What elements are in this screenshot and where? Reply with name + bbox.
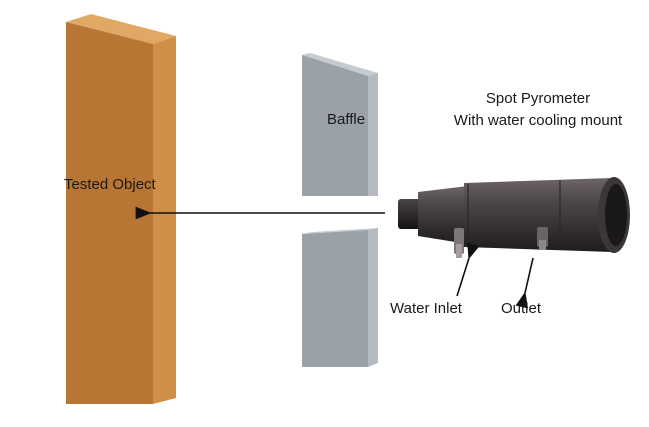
water-inlet-label: Water Inlet [390, 300, 462, 317]
water-inlet-callout-arrow [456, 242, 480, 297]
water-inlet-nipple [456, 244, 462, 258]
outlet-label: Outlet [501, 300, 542, 317]
baffle-lower [302, 228, 378, 367]
pyrometer-main-body [464, 178, 612, 252]
baffle-lower-top-face [302, 228, 378, 234]
pyrometer-label-line2: With water cooling mount [453, 112, 623, 129]
baffle-lower-side-face [368, 228, 378, 367]
tested-object-front-face [66, 22, 153, 404]
baffle-label: Baffle [327, 111, 366, 128]
tested-object-top-face [66, 14, 176, 44]
baffle-upper-front-face [302, 55, 368, 196]
outlet-nipple [539, 240, 546, 250]
pyrometer-nozzle [398, 199, 422, 229]
tested-object [66, 14, 176, 404]
pyrometer-rear-lens [605, 184, 627, 246]
baffle-upper-side-face [368, 73, 378, 196]
tested-object-label: Tested Object [64, 176, 156, 193]
outlet-callout-arrow [515, 257, 534, 309]
baffle-upper [302, 53, 378, 196]
pyrometer-label-line1: Spot Pyrometer [485, 90, 591, 107]
pyrometer-label: Spot Pyrometer With water cooling mount [424, 88, 649, 132]
baffle-lower-front-face [302, 230, 368, 367]
tested-object-side-face [153, 36, 176, 404]
baffle-upper-top-face [302, 53, 378, 76]
spot-pyrometer [398, 177, 630, 258]
